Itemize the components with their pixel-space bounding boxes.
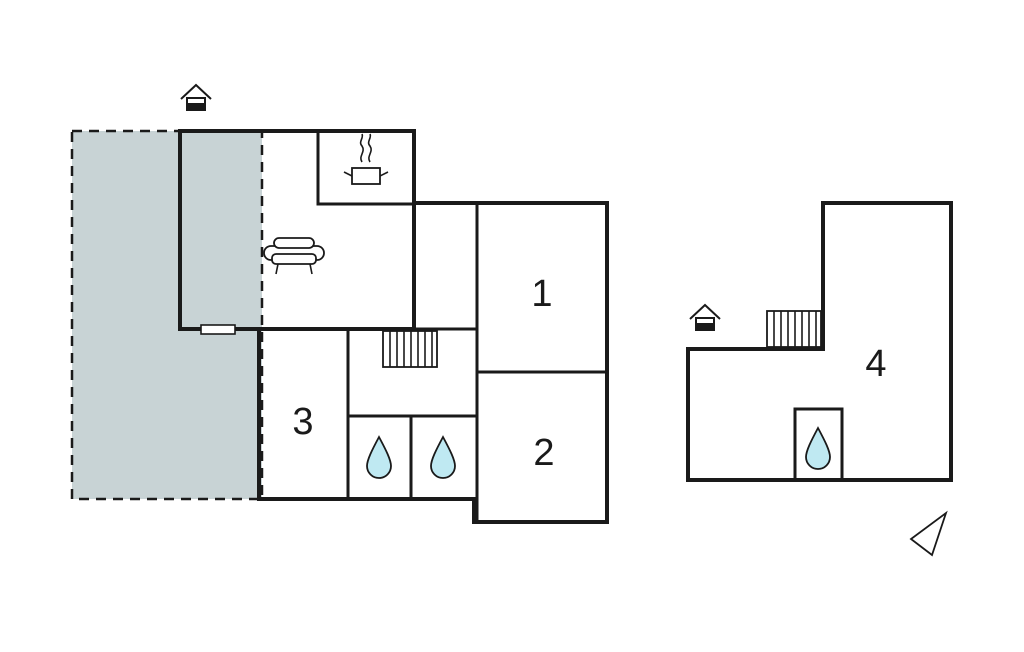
sofa-icon — [263, 237, 325, 275]
room-4 — [686, 201, 953, 482]
water-drop-icon — [366, 435, 392, 479]
window — [200, 324, 236, 335]
entrance-icon — [689, 303, 721, 331]
stairs-icon — [766, 310, 822, 348]
room-label-3: 3 — [292, 401, 313, 443]
hallway — [412, 201, 479, 331]
room-label-2: 2 — [533, 432, 554, 474]
main-building — [178, 129, 609, 524]
room-label-1: 1 — [531, 273, 552, 315]
compass-north-arrow-icon — [909, 510, 948, 557]
entrance-icon — [180, 83, 212, 111]
terrace-area — [70, 129, 264, 501]
water-drop-icon — [805, 426, 831, 470]
kitchen-pot-icon — [343, 133, 389, 185]
water-drop-icon — [430, 435, 456, 479]
room-label-4: 4 — [865, 343, 886, 385]
annex-bathroom — [793, 407, 844, 482]
annex-building — [686, 201, 953, 482]
stairs-icon — [382, 330, 438, 368]
